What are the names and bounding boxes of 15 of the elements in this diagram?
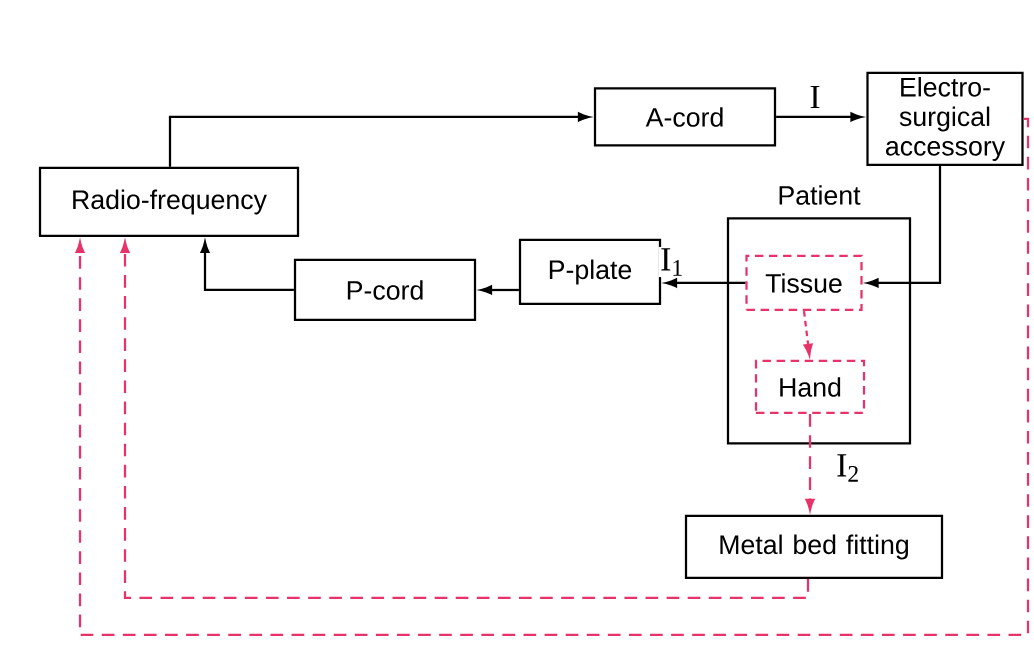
arrow — [776, 112, 863, 122]
process-box: A-cord — [593, 87, 777, 147]
edge-label: I$_{1}$ — [658, 246, 686, 278]
edge-label: I$_{2}$ — [834, 452, 862, 484]
process-box: Electro-surgical accessory — [866, 71, 1024, 167]
process-box: P-cord — [293, 258, 477, 322]
process-box: Tissue — [745, 254, 863, 312]
process-box: Radio-frequency — [38, 166, 300, 238]
arrow — [866, 166, 942, 288]
process-box: P-plate — [518, 238, 662, 306]
edge-label: I — [808, 84, 822, 110]
box-heading: Patient — [779, 185, 861, 205]
process-box: Metal bed fitting — [684, 514, 944, 580]
arrow — [75, 117, 1030, 637]
process-box: Hand — [754, 359, 866, 415]
